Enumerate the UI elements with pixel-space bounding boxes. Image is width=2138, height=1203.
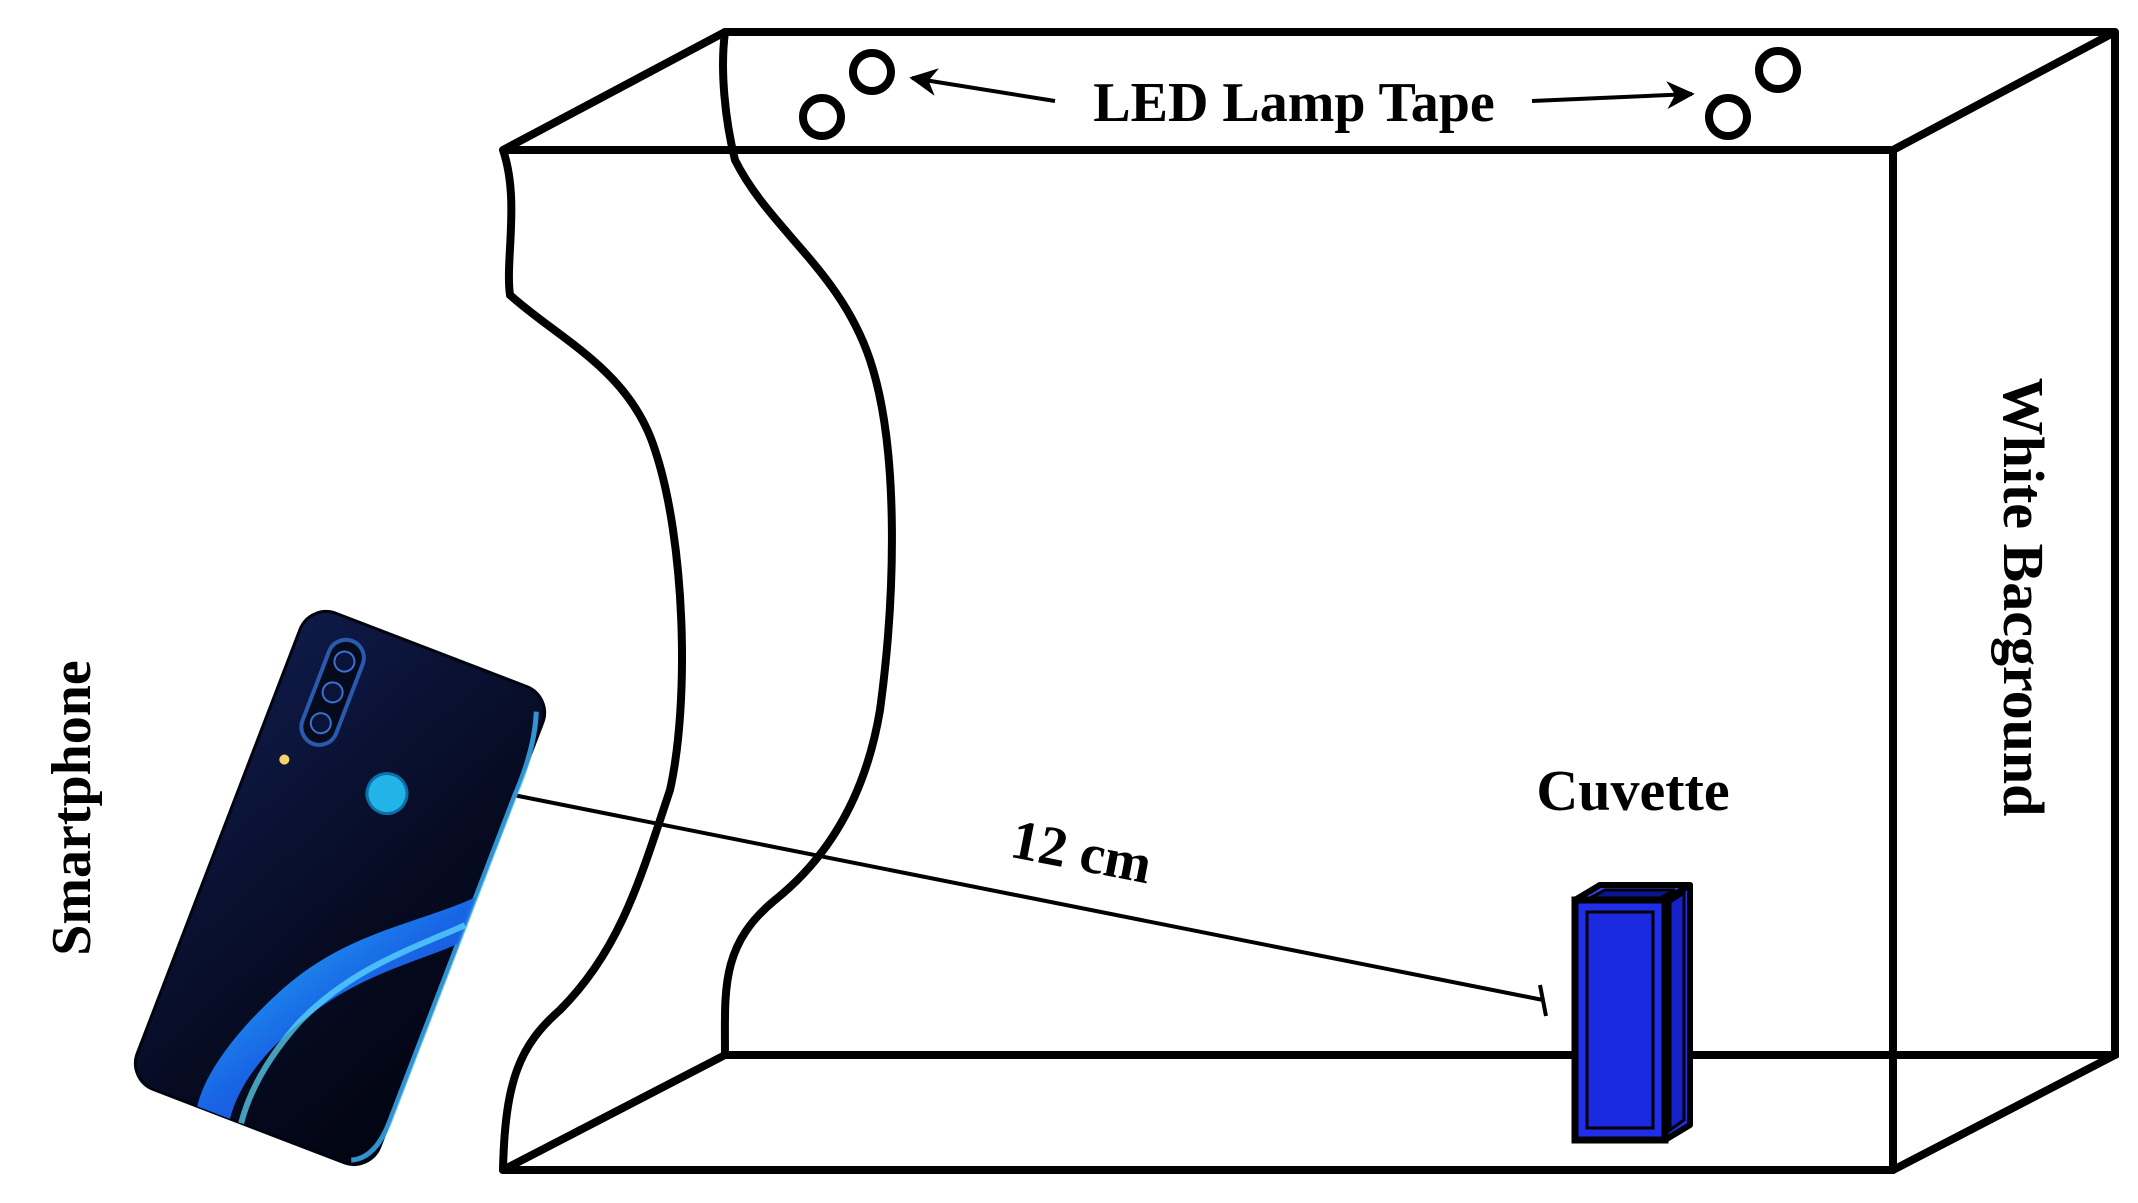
led-lamp-circle-icon bbox=[1755, 47, 1801, 93]
led-arrow-right bbox=[1531, 81, 1695, 110]
led-lamp-tape-left bbox=[799, 49, 895, 140]
fingerprint-sensor-icon bbox=[365, 772, 409, 816]
cuvette-icon bbox=[1571, 882, 1693, 1144]
led-lamp-circle-icon bbox=[1705, 94, 1751, 140]
smartphone-icon bbox=[133, 610, 547, 1166]
light-box bbox=[499, 28, 2119, 1174]
cuvette-label: Cuvette bbox=[1536, 758, 1729, 823]
box-front-opening-curve bbox=[499, 146, 686, 1174]
white-background-label: White Bacground bbox=[1991, 378, 2056, 817]
distance-label: 12 cm bbox=[1006, 808, 1157, 896]
box-floor-left-edge bbox=[499, 1051, 729, 1174]
smartphone-label: Smartphone bbox=[41, 660, 103, 956]
led-lamp-tape-right bbox=[1705, 47, 1801, 140]
distance-end-cap-cuvette bbox=[1538, 984, 1548, 1017]
box-back-opening-curve bbox=[719, 28, 896, 1059]
led-arrow-left bbox=[909, 68, 1056, 103]
led-lamp-tape-label: LED Lamp Tape bbox=[1093, 72, 1495, 134]
led-lamp-circle-icon bbox=[849, 49, 895, 95]
led-lamp-circle-icon bbox=[799, 94, 845, 140]
